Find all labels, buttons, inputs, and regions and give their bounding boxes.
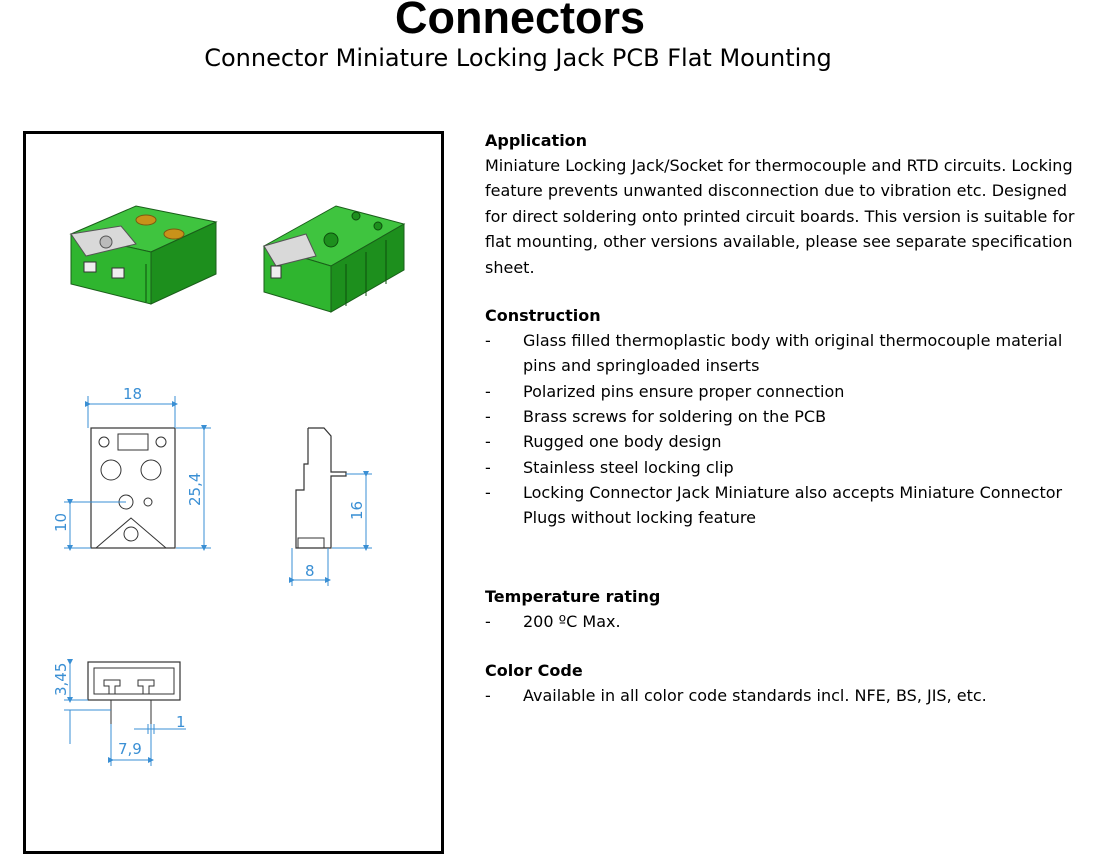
application-text: Miniature Locking Jack/Socket for thermo… xyxy=(485,156,1075,277)
list-item-text: Glass filled thermoplastic body with ori… xyxy=(523,331,1063,376)
dimension-side-height-label: 16 xyxy=(348,501,366,520)
application-heading: Application xyxy=(485,131,588,150)
temperature-section: Temperature rating - 200 ºC Max. xyxy=(485,584,1075,634)
front-view-drawing xyxy=(64,396,211,551)
color-code-list: - Available in all color code standards i… xyxy=(485,683,1075,708)
technical-drawing-frame: 18 25,4 10 16 8 xyxy=(23,131,444,854)
list-item-text: Stainless steel locking clip xyxy=(523,457,734,477)
bullet-dash: - xyxy=(485,612,491,632)
dimension-front-height-label: 3,45 xyxy=(52,663,70,696)
specification-text: Application Miniature Locking Jack/Socke… xyxy=(485,128,1075,731)
list-item: - Available in all color code standards i… xyxy=(485,683,1075,708)
bullet-dash: - xyxy=(485,381,491,401)
page-subtitle: Connector Miniature Locking Jack PCB Fla… xyxy=(204,44,832,72)
list-item: - Glass filled thermoplastic body with or… xyxy=(485,328,1075,379)
list-item-text: Rugged one body design xyxy=(523,432,722,452)
construction-section: Construction - Glass filled thermoplastic… xyxy=(485,303,1075,530)
list-item-text: Locking Connector Jack Miniature also ac… xyxy=(523,482,1063,528)
bullet-dash: - xyxy=(485,685,491,705)
list-item-text: Brass screws for soldering on the PCB xyxy=(523,406,827,426)
dimension-pin-spacing-label: 7,9 xyxy=(118,740,142,758)
list-item-text: Polarized pins ensure proper connection xyxy=(523,381,845,401)
list-item-text: 200 ºC Max. xyxy=(523,612,621,632)
bullet-dash: - xyxy=(485,406,491,426)
bottom-view-drawing xyxy=(64,659,186,766)
list-item: - Polarized pins ensure proper connection xyxy=(485,379,1075,404)
color-code-section: Color Code - Available in all color code … xyxy=(485,658,1075,708)
connector-3d-view-back xyxy=(262,205,406,313)
bullet-dash: - xyxy=(485,457,491,477)
bullet-dash: - xyxy=(485,482,491,502)
bullet-dash: - xyxy=(485,331,491,351)
list-item: - Brass screws for soldering on the PCB xyxy=(485,404,1075,429)
list-item: - Locking Connector Jack Miniature also a… xyxy=(485,480,1075,531)
technical-drawing: 18 25,4 10 16 8 xyxy=(52,205,406,766)
color-code-heading: Color Code xyxy=(485,660,583,680)
list-item: - 200 ºC Max. xyxy=(485,609,1075,634)
application-section: Application Miniature Locking Jack/Socke… xyxy=(485,128,1075,280)
dimension-lower-height-label: 10 xyxy=(52,513,70,532)
dimension-depth-label: 8 xyxy=(305,562,315,580)
dimension-pin-width-label: 1 xyxy=(176,713,186,731)
construction-list: - Glass filled thermoplastic body with or… xyxy=(485,328,1075,530)
connector-3d-view-front xyxy=(69,205,218,305)
construction-heading: Construction xyxy=(485,306,601,326)
list-item: - Stainless steel locking clip xyxy=(485,455,1075,480)
bullet-dash: - xyxy=(485,432,491,452)
dimension-height-label: 25,4 xyxy=(186,473,204,506)
list-item: - Rugged one body design xyxy=(485,429,1075,454)
dimension-width-label: 18 xyxy=(123,385,142,403)
list-item-text: Available in all color code standards in… xyxy=(523,685,987,705)
page-title: Connectors xyxy=(394,0,646,43)
temperature-heading: Temperature rating xyxy=(485,587,661,607)
temperature-list: - 200 ºC Max. xyxy=(485,609,1075,634)
side-view-drawing xyxy=(289,427,372,586)
